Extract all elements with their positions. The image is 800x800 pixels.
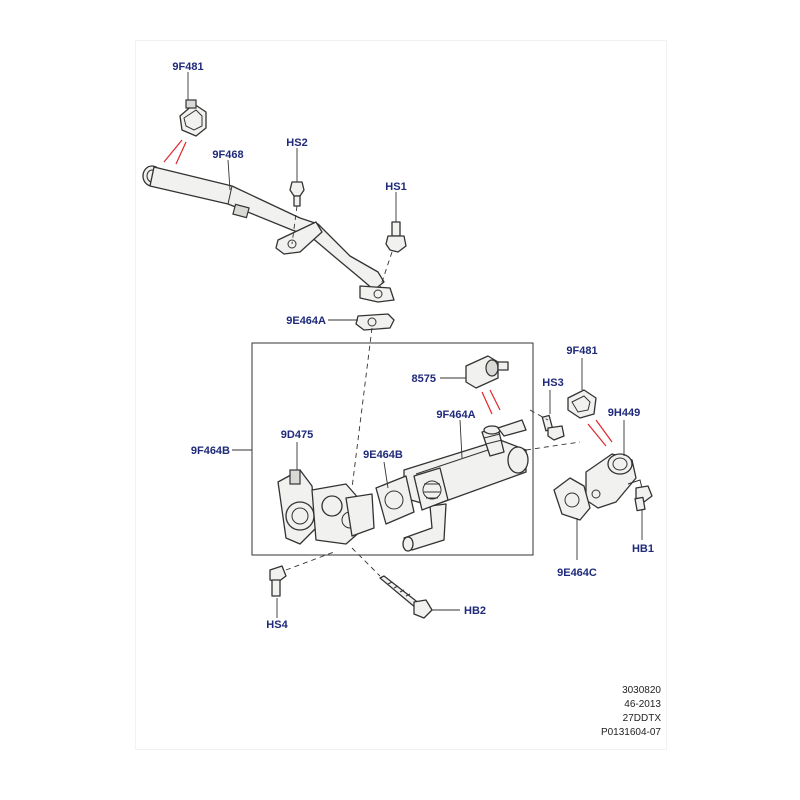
label-module: 9F464B <box>191 445 230 457</box>
reference-line-1: 3030820 <box>622 685 661 696</box>
gasket-right-part[interactable] <box>553 477 591 521</box>
assembly-box <box>251 342 534 556</box>
label-hb2: HB2 <box>464 605 486 617</box>
sensor-arrow <box>481 389 501 415</box>
label-gasket-mid: 9E464B <box>363 449 403 461</box>
hs3-dash-2 <box>525 441 581 451</box>
clip-right-arrow <box>587 419 613 447</box>
bolt-hs1-part[interactable] <box>385 221 407 253</box>
clip-right-part[interactable] <box>567 389 597 419</box>
bolt-hs2-part[interactable] <box>289 181 305 207</box>
hs2-dash <box>291 205 298 245</box>
label-hs1: HS1 <box>385 181 406 193</box>
label-elbow: 9H449 <box>608 407 640 419</box>
label-hs3: HS3 <box>542 377 563 389</box>
label-hb1: HB1 <box>632 543 654 555</box>
clip-top-arrow <box>163 139 187 165</box>
label-valve: 9D475 <box>281 429 313 441</box>
egr-tube-part[interactable] <box>142 165 395 303</box>
egr-tube-leader <box>227 159 231 191</box>
cooler-leader <box>459 419 463 459</box>
reference-line-3: 27DDTX <box>623 713 662 724</box>
gasket-top-part[interactable] <box>355 313 395 331</box>
bolt-hs3-part[interactable] <box>541 414 565 441</box>
elbow-part[interactable] <box>585 453 643 509</box>
bolt-hb2-part[interactable] <box>379 575 433 619</box>
sensor-part[interactable] <box>465 355 509 389</box>
label-gasket-right: 9E464C <box>557 567 597 579</box>
label-cooler: 9F464A <box>436 409 475 421</box>
gasket-mid-leader <box>383 461 389 489</box>
bolt-hb1-part[interactable] <box>634 485 653 512</box>
hs1-dash <box>379 251 393 289</box>
label-sensor: 8575 <box>412 373 436 385</box>
label-hs4: HS4 <box>266 619 288 631</box>
hs3-dash <box>529 409 549 421</box>
label-hs2: HS2 <box>286 137 307 149</box>
hb2-dash <box>351 547 381 577</box>
bolt-hs4-part[interactable] <box>269 565 287 597</box>
gasket-mid-part[interactable] <box>375 467 449 525</box>
label-clip-top: 9F481 <box>172 61 203 73</box>
reference-line-2: 46-2013 <box>624 699 661 710</box>
label-egr-tube: 9F468 <box>212 149 243 161</box>
label-gasket-top: 9E464A <box>286 315 326 327</box>
reference-line-4: P0131604-07 <box>601 727 661 738</box>
egr-valve-part[interactable] <box>277 469 375 545</box>
main-dash-line <box>351 327 373 489</box>
label-clip-right: 9F481 <box>566 345 597 357</box>
clip-top-part[interactable] <box>179 99 207 137</box>
